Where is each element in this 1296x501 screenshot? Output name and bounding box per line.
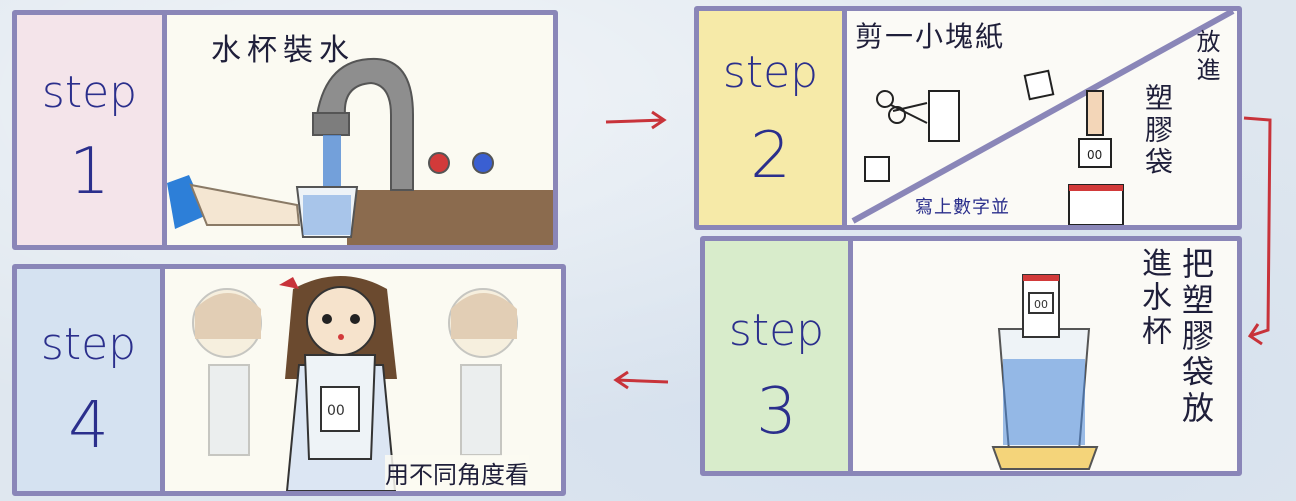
step-1-scene: 水杯裝水 <box>167 15 553 245</box>
step-4-word: step <box>40 319 137 370</box>
step-1-word: step <box>41 67 138 118</box>
step-4-number: 4 <box>68 389 109 463</box>
step-2-caption-top: 剪一小塊紙 <box>855 20 1006 53</box>
step-2-label: step 2 <box>699 11 847 225</box>
faucet-illustration <box>167 57 553 245</box>
step-2-number: 2 <box>750 119 791 193</box>
step-4-caption: 用不同角度看 <box>385 455 529 490</box>
cup-illustration: 00 <box>991 274 1099 470</box>
svg-text:00: 00 <box>327 403 345 419</box>
step-2-panel: step 2 00 剪一小塊紙 寫上數字並 放進 塑膠袋 <box>694 6 1242 230</box>
step-4-scene: 00 用不同角度看 <box>165 269 561 491</box>
step-3-caption-b: 進水杯 <box>1136 247 1171 349</box>
step-4-label: step 4 <box>17 269 165 491</box>
step-1-panel: step 1 水杯裝水 <box>12 10 558 250</box>
step-2-scene: 00 剪一小塊紙 寫上數字並 放進 塑膠袋 <box>847 11 1237 225</box>
step-2-caption-bottom: 寫上數字並 <box>915 197 1010 218</box>
step-3-caption-a: 把塑膠袋放 <box>1177 247 1215 427</box>
girl-illustration: 00 <box>192 276 518 491</box>
step-2-diagonal-divider: 00 <box>851 11 1235 225</box>
svg-text:00: 00 <box>1087 148 1102 162</box>
step-1-number: 1 <box>69 135 110 209</box>
svg-text:00: 00 <box>1034 298 1048 311</box>
step-3-panel: step 3 00 把塑膠袋放 進水杯 <box>700 236 1242 476</box>
step-4-panel: step 4 00 用不同角度看 <box>12 264 566 496</box>
step-1-label: step 1 <box>17 15 167 245</box>
step-3-word: step <box>728 305 825 356</box>
step-2-caption-right-b: 塑膠袋 <box>1141 83 1174 179</box>
step-3-number: 3 <box>756 375 797 449</box>
step-2-caption-right-a: 放進 <box>1192 29 1220 85</box>
step-2-word: step <box>722 47 819 98</box>
step-1-caption: 水杯裝水 <box>211 33 355 68</box>
step-3-scene: 00 把塑膠袋放 進水杯 <box>853 241 1237 471</box>
step-3-label: step 3 <box>705 241 853 471</box>
